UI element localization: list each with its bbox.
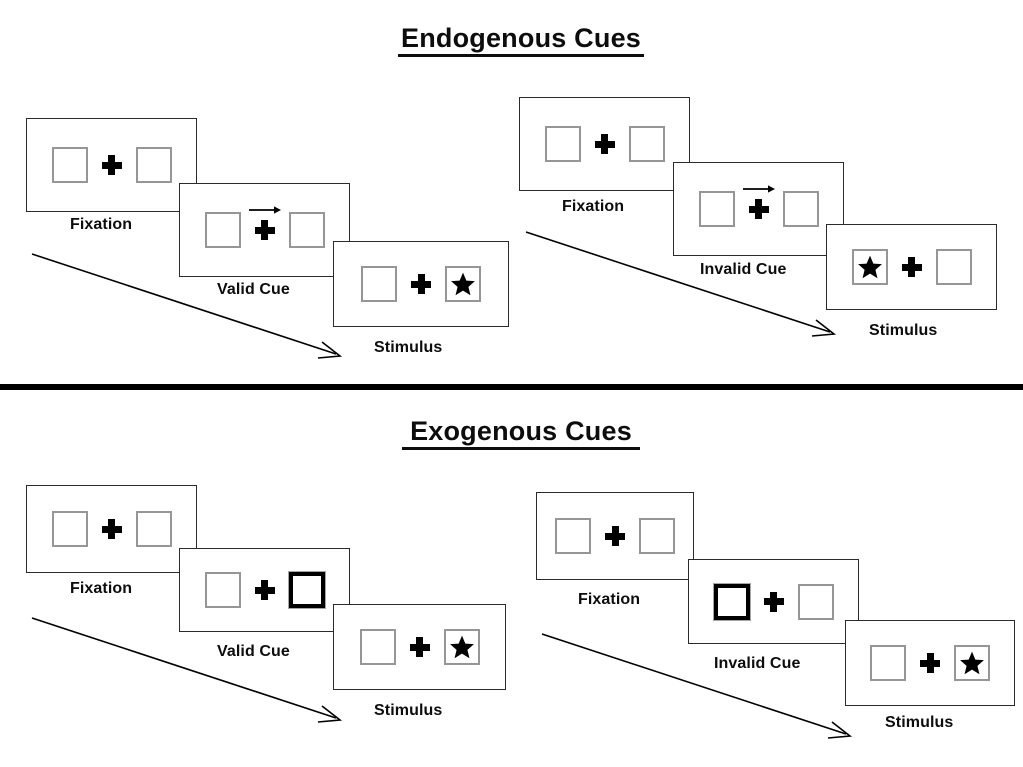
panel-cue[interactable] [688, 559, 859, 644]
panel-caption-fixation: Fixation [70, 216, 133, 233]
panel-fixation[interactable] [519, 97, 690, 191]
target-box-left [555, 518, 591, 554]
star-icon [857, 255, 882, 279]
target-box-right [954, 645, 990, 681]
target-box-left [851, 249, 888, 285]
time-flow-arrow-icon [525, 231, 837, 337]
target-box-right [782, 191, 819, 227]
panel-caption-cue: Valid Cue [217, 643, 290, 660]
panel-content [334, 266, 508, 302]
fixation-cross-icon [594, 134, 615, 154]
panel-caption-cue: Valid Cue [217, 281, 290, 298]
target-box-left [204, 212, 241, 248]
target-box-right [135, 511, 172, 547]
panel-content [689, 582, 858, 621]
panel-caption-stimulus: Stimulus [885, 714, 954, 731]
target-box-right [443, 629, 480, 665]
fixation-cross-icon [101, 155, 122, 175]
panel-content [827, 249, 996, 285]
target-box-right [135, 147, 172, 183]
panel-stimulus[interactable] [845, 620, 1015, 706]
target-box-right [639, 518, 675, 554]
section-divider [0, 384, 1023, 390]
target-box-left [51, 511, 88, 547]
fixation-cross-icon [409, 637, 430, 657]
panel-cue[interactable] [179, 183, 350, 277]
panel-fixation[interactable] [26, 485, 197, 573]
arrow-right-icon [742, 185, 775, 193]
fixation-cross-icon [248, 206, 281, 240]
target-box-left [51, 147, 88, 183]
time-flow-arrow-icon [31, 617, 343, 723]
fixation-cross-icon [605, 526, 625, 546]
panel-content [334, 629, 505, 665]
target-box-left [544, 126, 581, 162]
panel-cue[interactable] [179, 548, 350, 632]
section-title-exogenous: Exogenous Cues [402, 417, 640, 451]
arrow-right-icon [248, 206, 281, 214]
panel-caption-fixation: Fixation [562, 198, 625, 215]
panel-caption-stimulus: Stimulus [374, 339, 443, 356]
panel-content [537, 518, 693, 554]
panel-stimulus[interactable] [333, 241, 509, 327]
target-box-left [361, 266, 397, 302]
panel-content [846, 645, 1014, 681]
fixation-cross-icon [763, 591, 784, 612]
time-flow-arrow-icon [31, 253, 343, 359]
panel-stimulus[interactable] [333, 604, 506, 690]
panel-caption-stimulus: Stimulus [374, 702, 443, 719]
fixation-cross-icon [101, 519, 122, 539]
target-box-left-cued [712, 582, 751, 621]
target-box-right [288, 212, 325, 248]
star-icon [449, 635, 474, 659]
fixation-cross-icon [411, 274, 431, 294]
fixation-cross-icon [742, 185, 775, 219]
panel-stimulus[interactable] [826, 224, 997, 310]
panel-content [180, 206, 349, 248]
panel-caption-cue: Invalid Cue [700, 261, 787, 278]
panel-caption-fixation: Fixation [578, 591, 641, 608]
target-box-right [628, 126, 665, 162]
panel-content [180, 571, 349, 609]
panel-content [520, 126, 689, 162]
target-box-left [204, 572, 241, 608]
panel-content [674, 185, 843, 227]
panel-content [27, 511, 196, 547]
panel-caption-stimulus: Stimulus [869, 322, 938, 339]
panel-fixation[interactable] [536, 492, 694, 580]
panel-cue[interactable] [673, 162, 844, 256]
panel-fixation[interactable] [26, 118, 197, 212]
fixation-cross-icon [254, 580, 275, 600]
target-box-right [445, 266, 481, 302]
target-box-right [797, 583, 834, 620]
section-title-endogenous: Endogenous Cues [398, 24, 644, 58]
panel-content [27, 147, 196, 183]
target-box-left [870, 645, 906, 681]
panel-caption-fixation: Fixation [70, 580, 133, 597]
fixation-cross-icon [901, 257, 922, 277]
panel-caption-cue: Invalid Cue [714, 655, 801, 672]
target-box-left [359, 629, 396, 665]
star-icon [960, 651, 984, 675]
target-box-right-cued [287, 571, 326, 609]
target-box-right [935, 249, 972, 285]
time-flow-arrow-icon [541, 633, 853, 739]
star-icon [451, 272, 475, 296]
fixation-cross-icon [920, 653, 940, 673]
target-box-left [698, 191, 735, 227]
